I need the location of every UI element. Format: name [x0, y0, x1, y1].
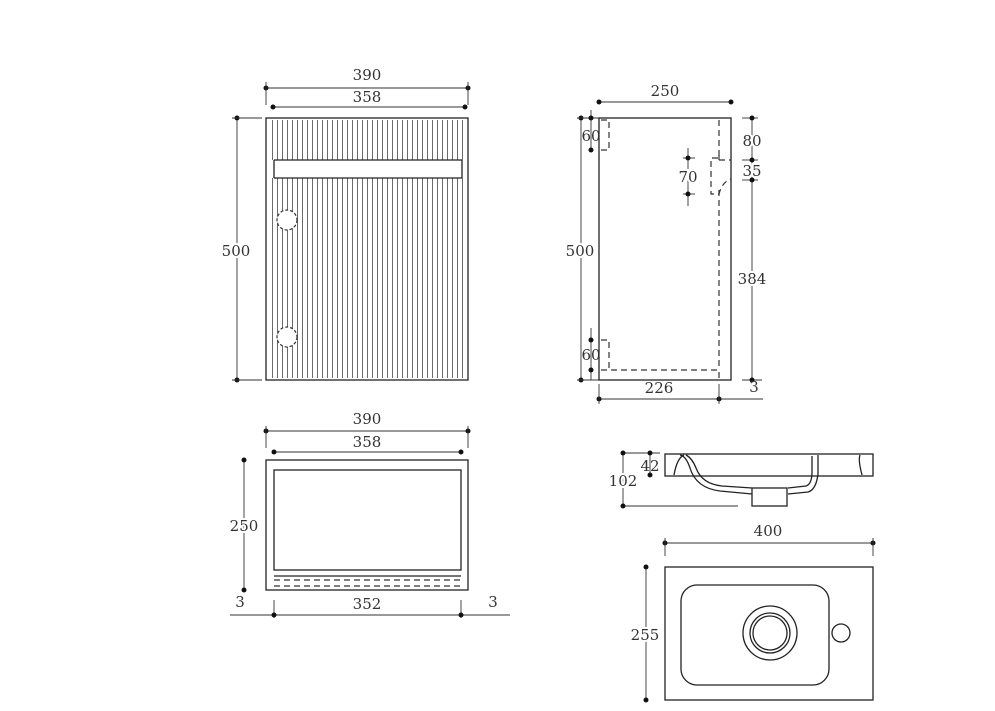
drain-icon — [742, 605, 798, 661]
dim-side-depth: 250 — [651, 82, 680, 100]
dim-back-thickness: 3 — [749, 378, 759, 396]
dim-open-width: 390 — [353, 410, 382, 428]
dim-basin-depth: 255 — [631, 626, 660, 644]
dim-pipe-cut: 70 — [678, 168, 697, 186]
dim-lower-height: 384 — [738, 270, 767, 288]
dim-side-left: 3 — [235, 593, 245, 611]
dim-rim-height: 42 — [640, 457, 659, 475]
dim-open-inner: 352 — [353, 595, 382, 613]
dim-basin-width: 400 — [754, 522, 783, 540]
dim-front-width: 390 — [353, 66, 382, 84]
dim-bottom-hole: 60 — [581, 346, 600, 364]
dim-offset-top: 80 — [742, 132, 761, 150]
dim-front-inner-width: 358 — [353, 88, 382, 106]
dim-total-height: 102 — [609, 472, 638, 490]
dim-inner-depth: 226 — [645, 379, 674, 397]
basin-side-view: 42 102 — [607, 450, 874, 509]
hinge-icon — [276, 326, 298, 348]
dim-open-inner-width: 358 — [353, 433, 382, 451]
dim-open-depth: 250 — [230, 517, 259, 535]
basin-top-view: 400 255 — [629, 522, 876, 703]
side-view: 250 500 60 60 70 80 35 384 3 226 — [564, 82, 768, 404]
dim-side-right: 3 — [488, 593, 498, 611]
dim-front-height: 500 — [222, 242, 251, 260]
front-view: 390 358 500 — [220, 66, 471, 383]
dim-gap: 35 — [742, 162, 761, 180]
tap-hole-icon — [831, 623, 851, 643]
open-front-view: 390 358 250 352 3 3 — [228, 410, 510, 618]
hinge-icon — [276, 209, 298, 231]
dim-side-height: 500 — [566, 242, 595, 260]
dim-top-hole: 60 — [581, 127, 600, 145]
